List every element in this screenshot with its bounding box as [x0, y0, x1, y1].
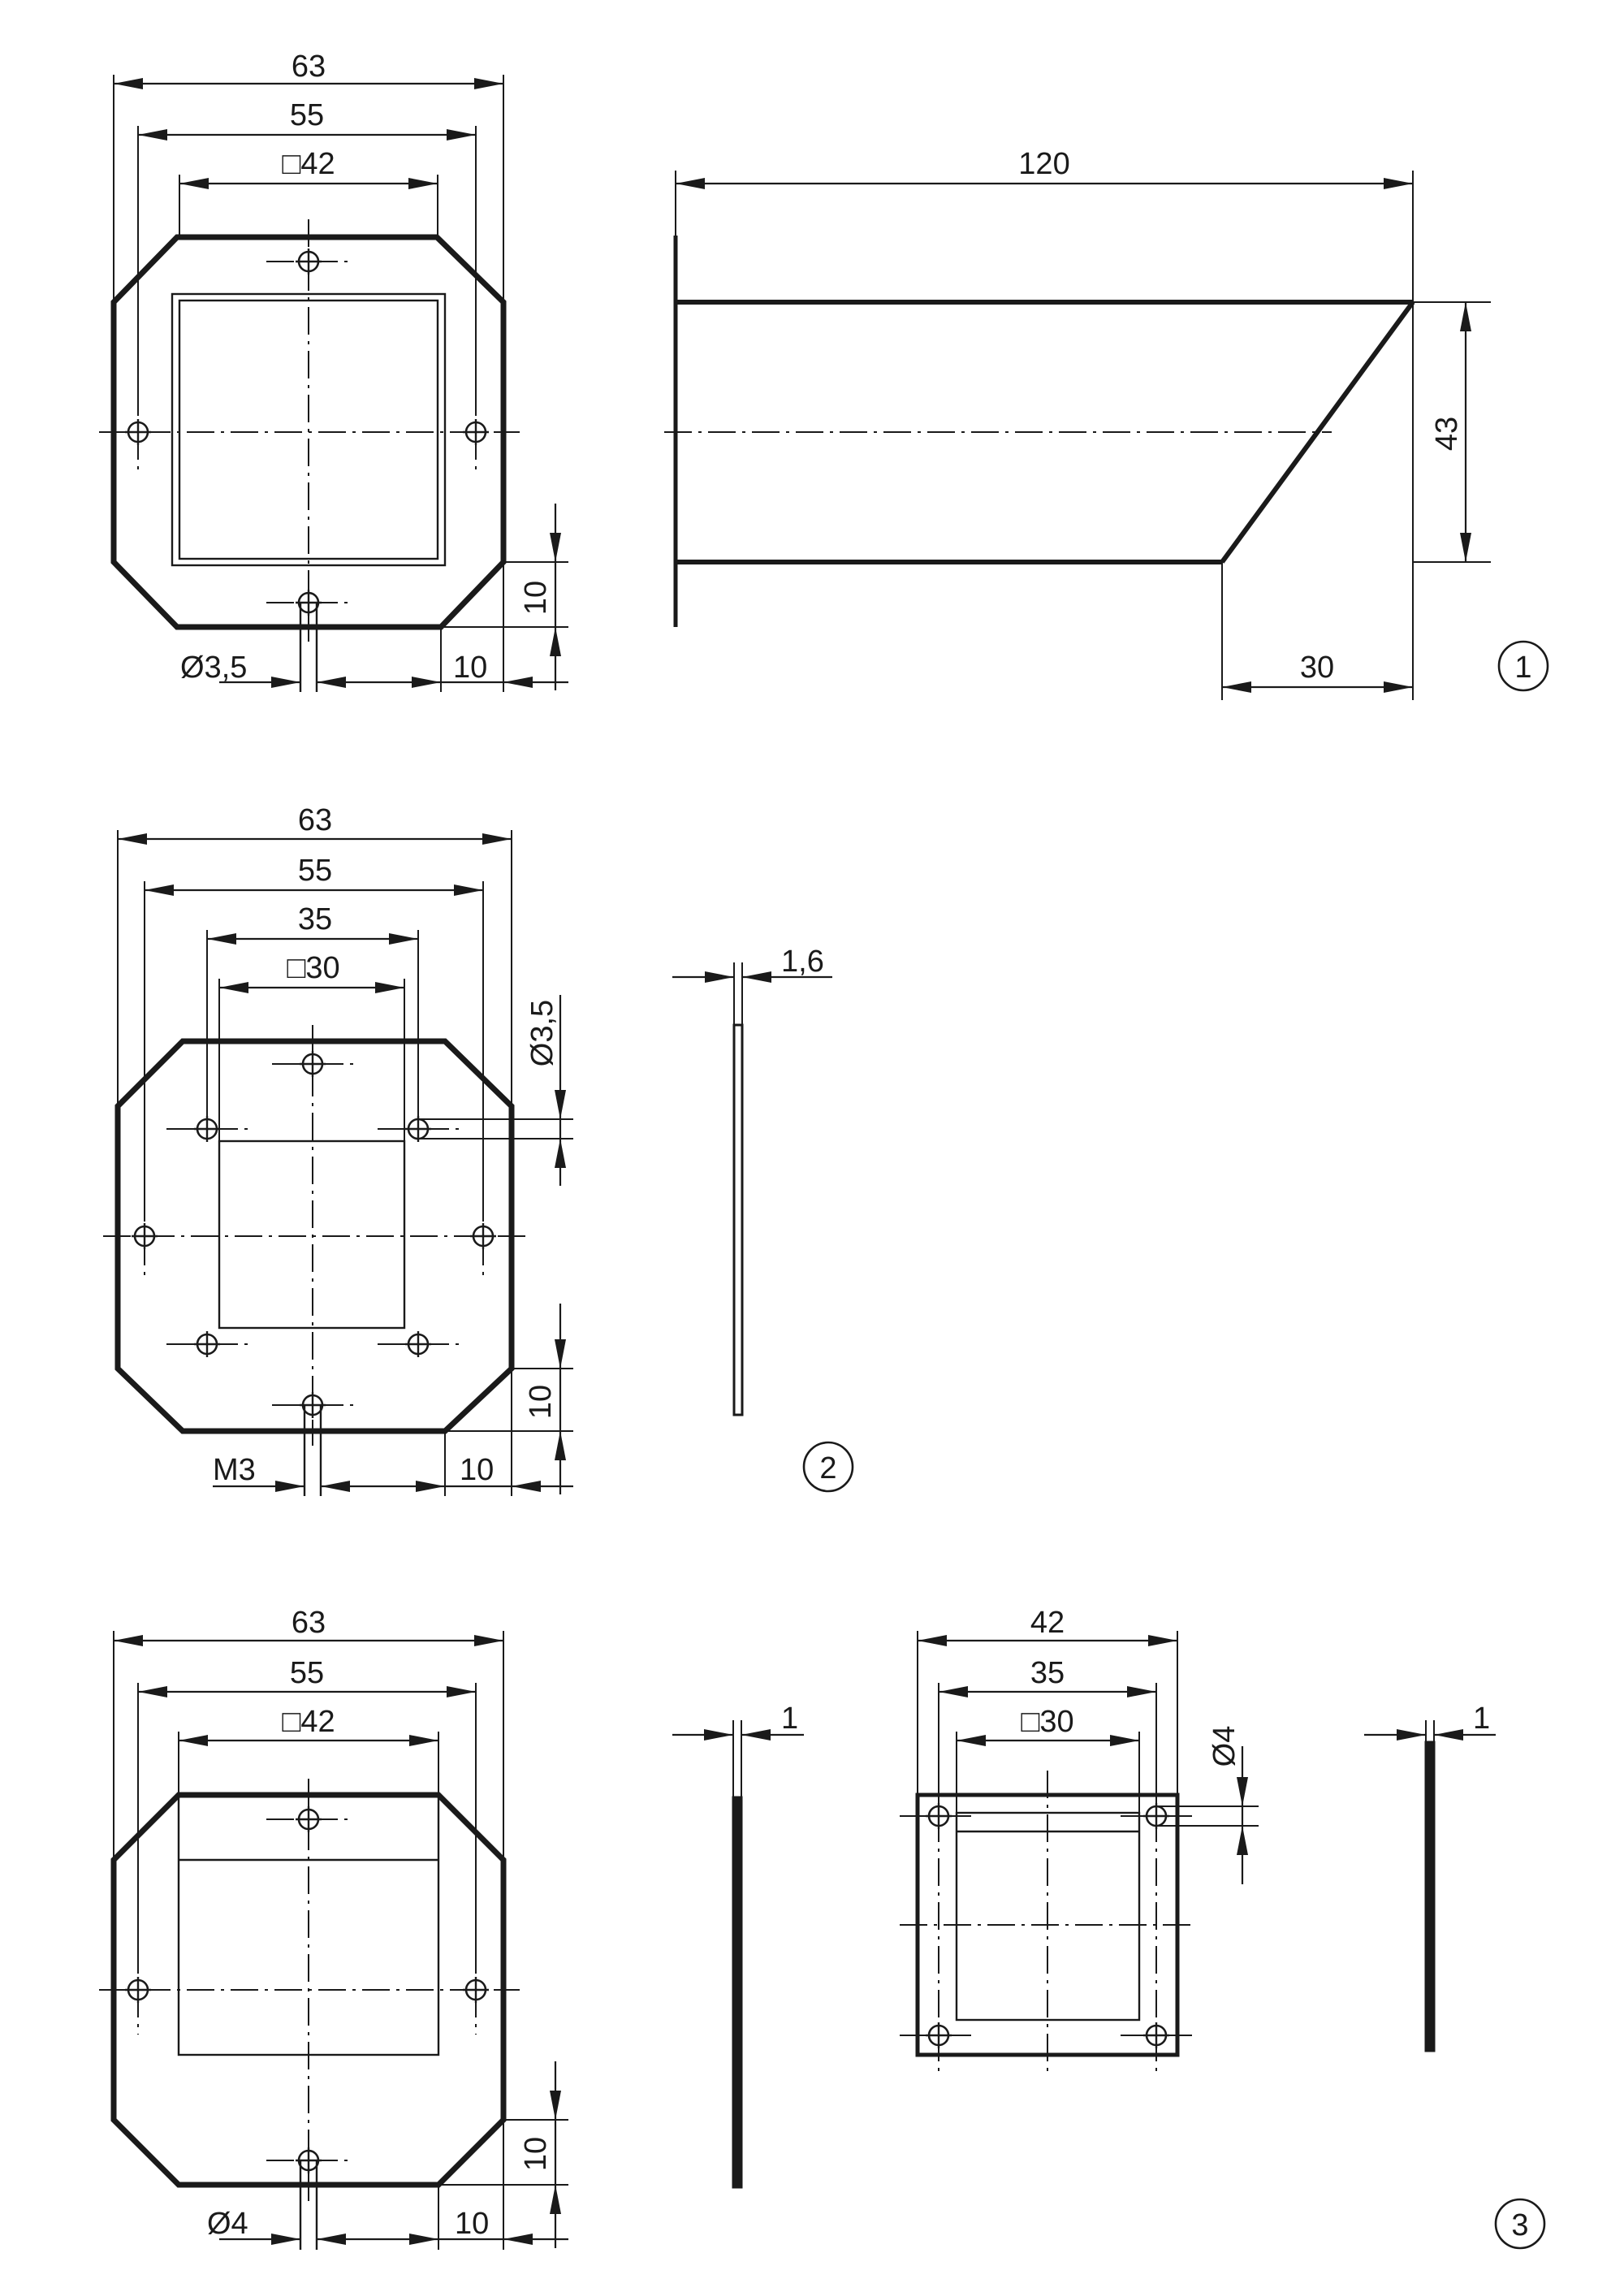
mount-hole-icon — [294, 247, 323, 276]
dim-63: 63 — [292, 1606, 326, 1640]
view-3: 63 55 □42 Ø4 10 10 1 — [99, 1606, 1546, 2250]
dim-length-120: 120 — [1018, 147, 1069, 181]
dim-63: 63 — [292, 50, 326, 84]
callout-3: 3 — [1511, 2208, 1528, 2242]
dim-bevel-30: 30 — [1300, 651, 1334, 685]
dim-55: 55 — [298, 854, 332, 888]
mount-hole-icon — [298, 1049, 327, 1079]
callout-2: 2 — [819, 1451, 836, 1485]
dim-corner-horizontal: 10 — [455, 2207, 489, 2241]
flange-2-window — [218, 1140, 406, 1330]
mount-hole-icon — [924, 2021, 953, 2050]
dim-corner-vertical: 10 — [524, 1385, 558, 1419]
plate-3a-side — [732, 1796, 743, 2189]
square-plate-window — [955, 1811, 1141, 2022]
mount-hole-icon — [192, 1330, 222, 1359]
dim-thread-m3: M3 — [213, 1453, 256, 1487]
dim-thickness-1-a: 1 — [781, 1702, 798, 1736]
view-2: 63 55 35 □30 Ø3,5 M3 10 10 — [103, 803, 854, 1496]
plate-3b-side — [1424, 1741, 1436, 2052]
dim-thickness-1-b: 1 — [1473, 1702, 1490, 1736]
dim-55: 55 — [290, 98, 324, 132]
dim-hole-diameter-small: Ø4 — [1207, 1726, 1242, 1767]
mount-hole-icon — [294, 1805, 323, 1834]
dim-square-42: □42 — [282, 1705, 335, 1739]
dim-corner-vertical: 10 — [519, 581, 553, 615]
dim-55: 55 — [290, 1656, 324, 1690]
dim-35: 35 — [298, 902, 332, 936]
callout-1: 1 — [1514, 651, 1531, 685]
dim-hole-diameter: Ø3,5 — [525, 1000, 559, 1066]
view-1: 63 55 □42 Ø3,5 10 10 — [99, 50, 1549, 700]
dim-corner-horizontal: 10 — [460, 1453, 494, 1487]
dim-42: 42 — [1030, 1606, 1065, 1640]
mount-hole-icon — [461, 1975, 490, 2004]
dim-hole-diameter: Ø3,5 — [180, 651, 247, 685]
dim-corner-horizontal: 10 — [453, 651, 487, 685]
mount-hole-icon — [123, 417, 153, 447]
mount-hole-icon — [1142, 2021, 1171, 2050]
plate-2-side — [732, 1023, 744, 1416]
dim-hole-diameter: Ø4 — [207, 2207, 248, 2241]
mount-hole-icon — [924, 1801, 953, 1831]
dim-63: 63 — [298, 803, 332, 837]
mount-hole-icon — [461, 417, 490, 447]
mount-hole-icon — [130, 1222, 159, 1251]
dim-corner-vertical: 10 — [519, 2137, 553, 2171]
mount-hole-icon — [469, 1222, 498, 1251]
flange-1-window-outer — [171, 292, 447, 567]
dim-thickness-1-6: 1,6 — [781, 945, 824, 979]
mount-hole-icon — [123, 1975, 153, 2004]
dim-square-30: □30 — [1021, 1705, 1073, 1739]
dim-height-43: 43 — [1430, 417, 1464, 451]
mount-hole-icon — [404, 1330, 433, 1359]
dim-square-42: □42 — [282, 147, 335, 181]
dim-square-30: □30 — [287, 951, 339, 985]
dim-35: 35 — [1030, 1656, 1065, 1690]
mount-hole-icon — [192, 1114, 222, 1144]
